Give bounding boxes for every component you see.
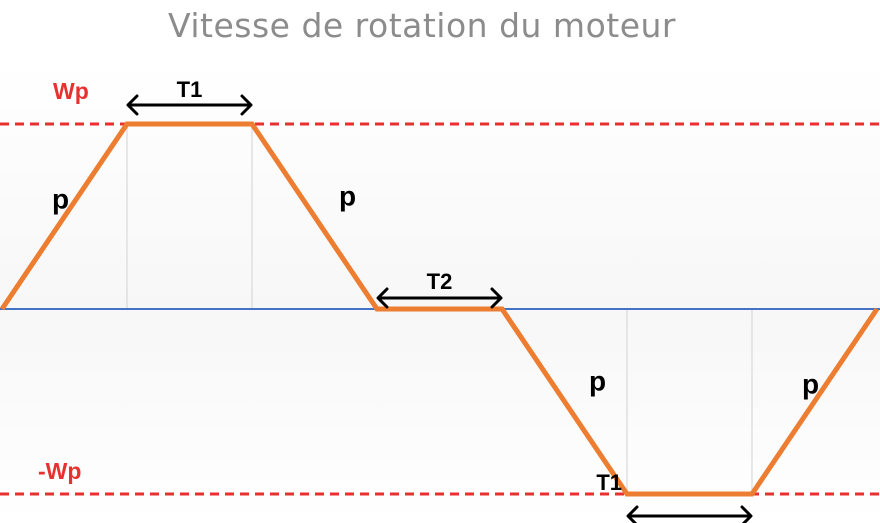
plot-background-lower (0, 310, 880, 523)
interval-label-2: T1 (596, 470, 622, 495)
plot-background-upper (0, 60, 880, 310)
interval-arrow-head-left-2 (626, 505, 639, 523)
speed-profile-line (0, 121, 880, 497)
reference-label-0: Wp (53, 78, 89, 104)
chart-title: Vitesse de rotation du moteur (168, 6, 676, 45)
reference-lines: Wp -Wp (0, 78, 880, 496)
reference-label-1: -Wp (38, 458, 81, 484)
interval-label-1: T2 (427, 269, 453, 294)
grid-lines (126, 124, 753, 494)
interval-arrow-head-right-1 (490, 287, 503, 309)
slope-label-0: p (52, 184, 69, 215)
interval-arrow-head-right-2 (740, 505, 753, 523)
series-layer (0, 121, 880, 497)
interval-label-0: T1 (177, 77, 203, 102)
interval-arrow-head-left-0 (126, 94, 139, 116)
interval-arrow-head-right-0 (240, 94, 253, 116)
slope-label-3: p (802, 369, 819, 400)
slope-label-1: p (339, 181, 356, 212)
slope-label-2: p (589, 366, 606, 397)
interval-arrow-head-left-1 (376, 287, 389, 309)
